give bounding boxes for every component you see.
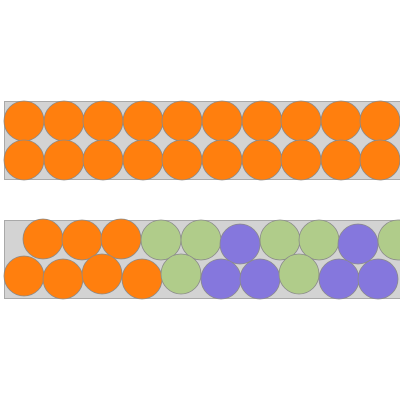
- target-ball-top-4: [122, 100, 164, 142]
- target-ball-top-8: [280, 100, 322, 142]
- target-ball-bottom-9: [320, 139, 362, 181]
- current-ball-bottom-9: [318, 258, 360, 300]
- current-ball-bottom-1: [3, 255, 45, 297]
- current-ball-bottom-2: [42, 258, 84, 300]
- current-ball-top-4: [140, 219, 182, 261]
- current-ball-top-6: [219, 223, 261, 265]
- target-ball-bottom-6: [201, 139, 243, 181]
- current-ball-bottom-4: [121, 258, 163, 300]
- current-ball-top-2: [61, 219, 103, 261]
- current-ball-bottom-6: [200, 258, 242, 300]
- target-ball-bottom-1: [3, 139, 45, 181]
- current-ball-top-1: [22, 218, 64, 260]
- target-ball-top-5: [161, 100, 203, 142]
- current-ball-bottom-8: [278, 253, 320, 295]
- target-tray: [3, 100, 400, 181]
- target-ball-bottom-7: [241, 139, 283, 181]
- current-ball-top-3: [100, 218, 142, 260]
- target-ball-top-2: [43, 100, 85, 142]
- current-ball-top-7: [259, 219, 301, 261]
- current-ball-top-9: [337, 223, 379, 265]
- target-ball-top-6: [201, 100, 243, 142]
- current-ball-top-5: [180, 219, 222, 261]
- current-ball-bottom-5: [160, 253, 202, 295]
- target-ball-top-3: [82, 100, 124, 142]
- target-ball-bottom-2: [43, 139, 85, 181]
- target-ball-top-7: [241, 100, 283, 142]
- current-ball-bottom-7: [239, 258, 281, 300]
- target-ball-bottom-5: [161, 139, 203, 181]
- target-ball-top-10: [359, 100, 400, 142]
- target-ball-bottom-3: [82, 139, 124, 181]
- target-ball-bottom-10: [359, 139, 400, 181]
- current-ball-top-8: [298, 219, 340, 261]
- target-ball-bottom-4: [122, 139, 164, 181]
- target-ball-top-9: [320, 100, 362, 142]
- target-ball-top-1: [3, 100, 45, 142]
- target-ball-bottom-8: [280, 139, 322, 181]
- current-ball-bottom-10: [357, 258, 399, 300]
- current-ball-top-10: [377, 219, 400, 261]
- current-tray: [3, 218, 400, 300]
- current-ball-bottom-3: [81, 253, 123, 295]
